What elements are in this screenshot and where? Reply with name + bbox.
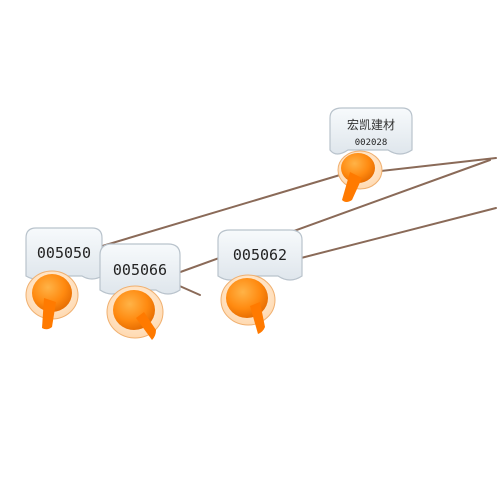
seal-1: 005050 [25,227,103,330]
seal-3: 005062 [217,229,303,334]
seal-1-body [32,274,72,312]
seal-2-fin [136,312,156,340]
seal-4: 宏凯建材 002028 [329,107,413,202]
wire-2 [149,159,491,284]
seal-3-serial: 005062 [233,246,287,264]
seal-4-tag [329,107,413,155]
wire-4 [371,157,497,173]
seal-2-serial: 005066 [113,261,167,279]
seal-1-fin [42,298,56,330]
seal-4-serial: 002028 [355,138,388,148]
seal-4-fin [342,172,362,202]
seal-2: 005066 [99,243,181,340]
seal-4-brand: 宏凯建材 [347,117,395,132]
seal-1-serial: 005050 [37,244,91,262]
seal-3-fin [250,302,265,334]
